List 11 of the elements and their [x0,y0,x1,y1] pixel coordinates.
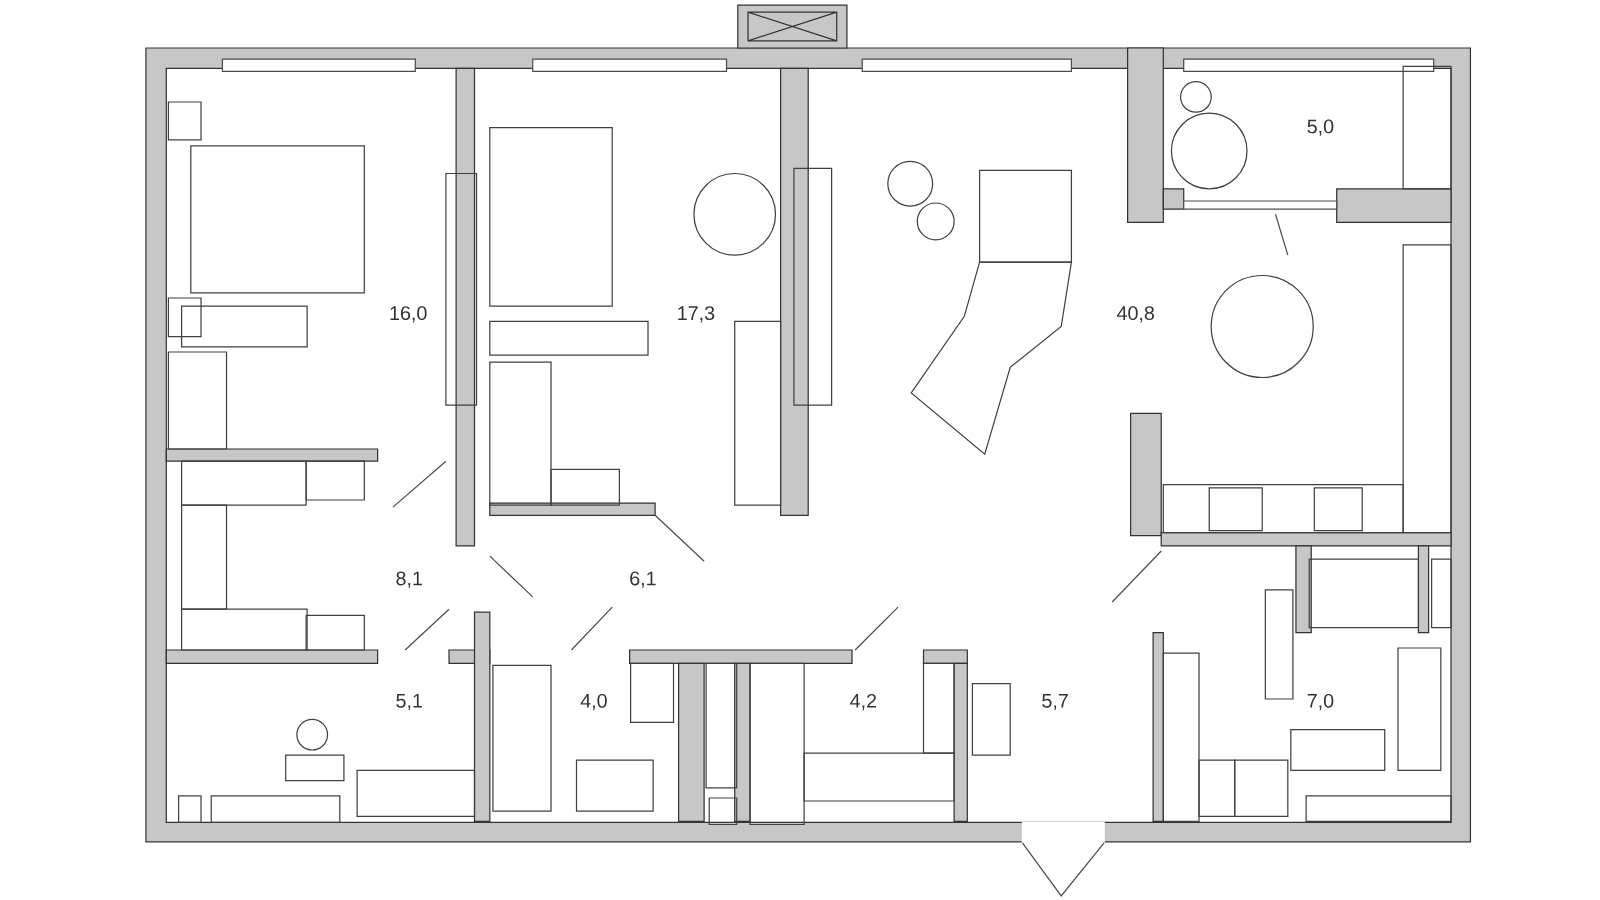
area-label: 16,0 [390,306,427,323]
area-label: 17,3 [678,306,715,323]
area-label: 4,0 [580,693,607,711]
area-label: 5,7 [1042,693,1068,711]
area-label: 5,0 [1307,119,1334,136]
area-label: 40,8 [1117,306,1154,323]
area-label: 4,2 [850,693,877,711]
area-label: 7,0 [1307,693,1334,711]
area-label: 6,1 [630,571,656,588]
area-label: 5,1 [396,693,422,711]
area-label: 8,1 [396,571,422,588]
